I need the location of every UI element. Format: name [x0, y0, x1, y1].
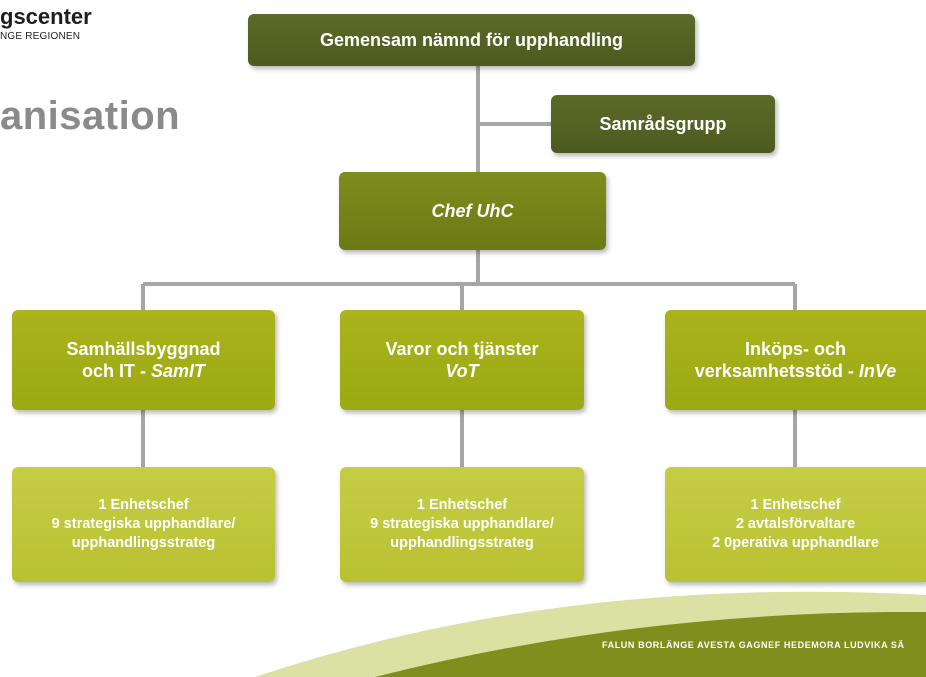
- node-unit-samit: Samhällsbyggnad och IT - SamIT: [12, 310, 275, 410]
- footer-municipalities: FALUN BORLÄNGE AVESTA GAGNEF HEDEMORA LU…: [602, 640, 905, 650]
- node-staff-samit: 1 Enhetschef 9 strategiska upphandlare/ …: [12, 467, 275, 582]
- node-unit-vot: Varor och tjänster VoT: [340, 310, 584, 410]
- node-top-committee: Gemensam nämnd för upphandling: [248, 14, 695, 66]
- node-chief: Chef UhC: [339, 172, 606, 250]
- node-staff-inve: 1 Enhetschef 2 avtalsförvaltare 2 0perat…: [665, 467, 926, 582]
- logo-text: gscenter: [0, 4, 92, 29]
- node-staff-vot: 1 Enhetschef 9 strategiska upphandlare/ …: [340, 467, 584, 582]
- node-consultation-group: Samrådsgrupp: [551, 95, 775, 153]
- node-unit-inve: Inköps- och verksamhetsstöd - InVe: [665, 310, 926, 410]
- footer-swoosh: [375, 611, 926, 677]
- logo-subtitle: NGE REGIONEN: [0, 31, 81, 42]
- page-title: anisation: [0, 94, 181, 138]
